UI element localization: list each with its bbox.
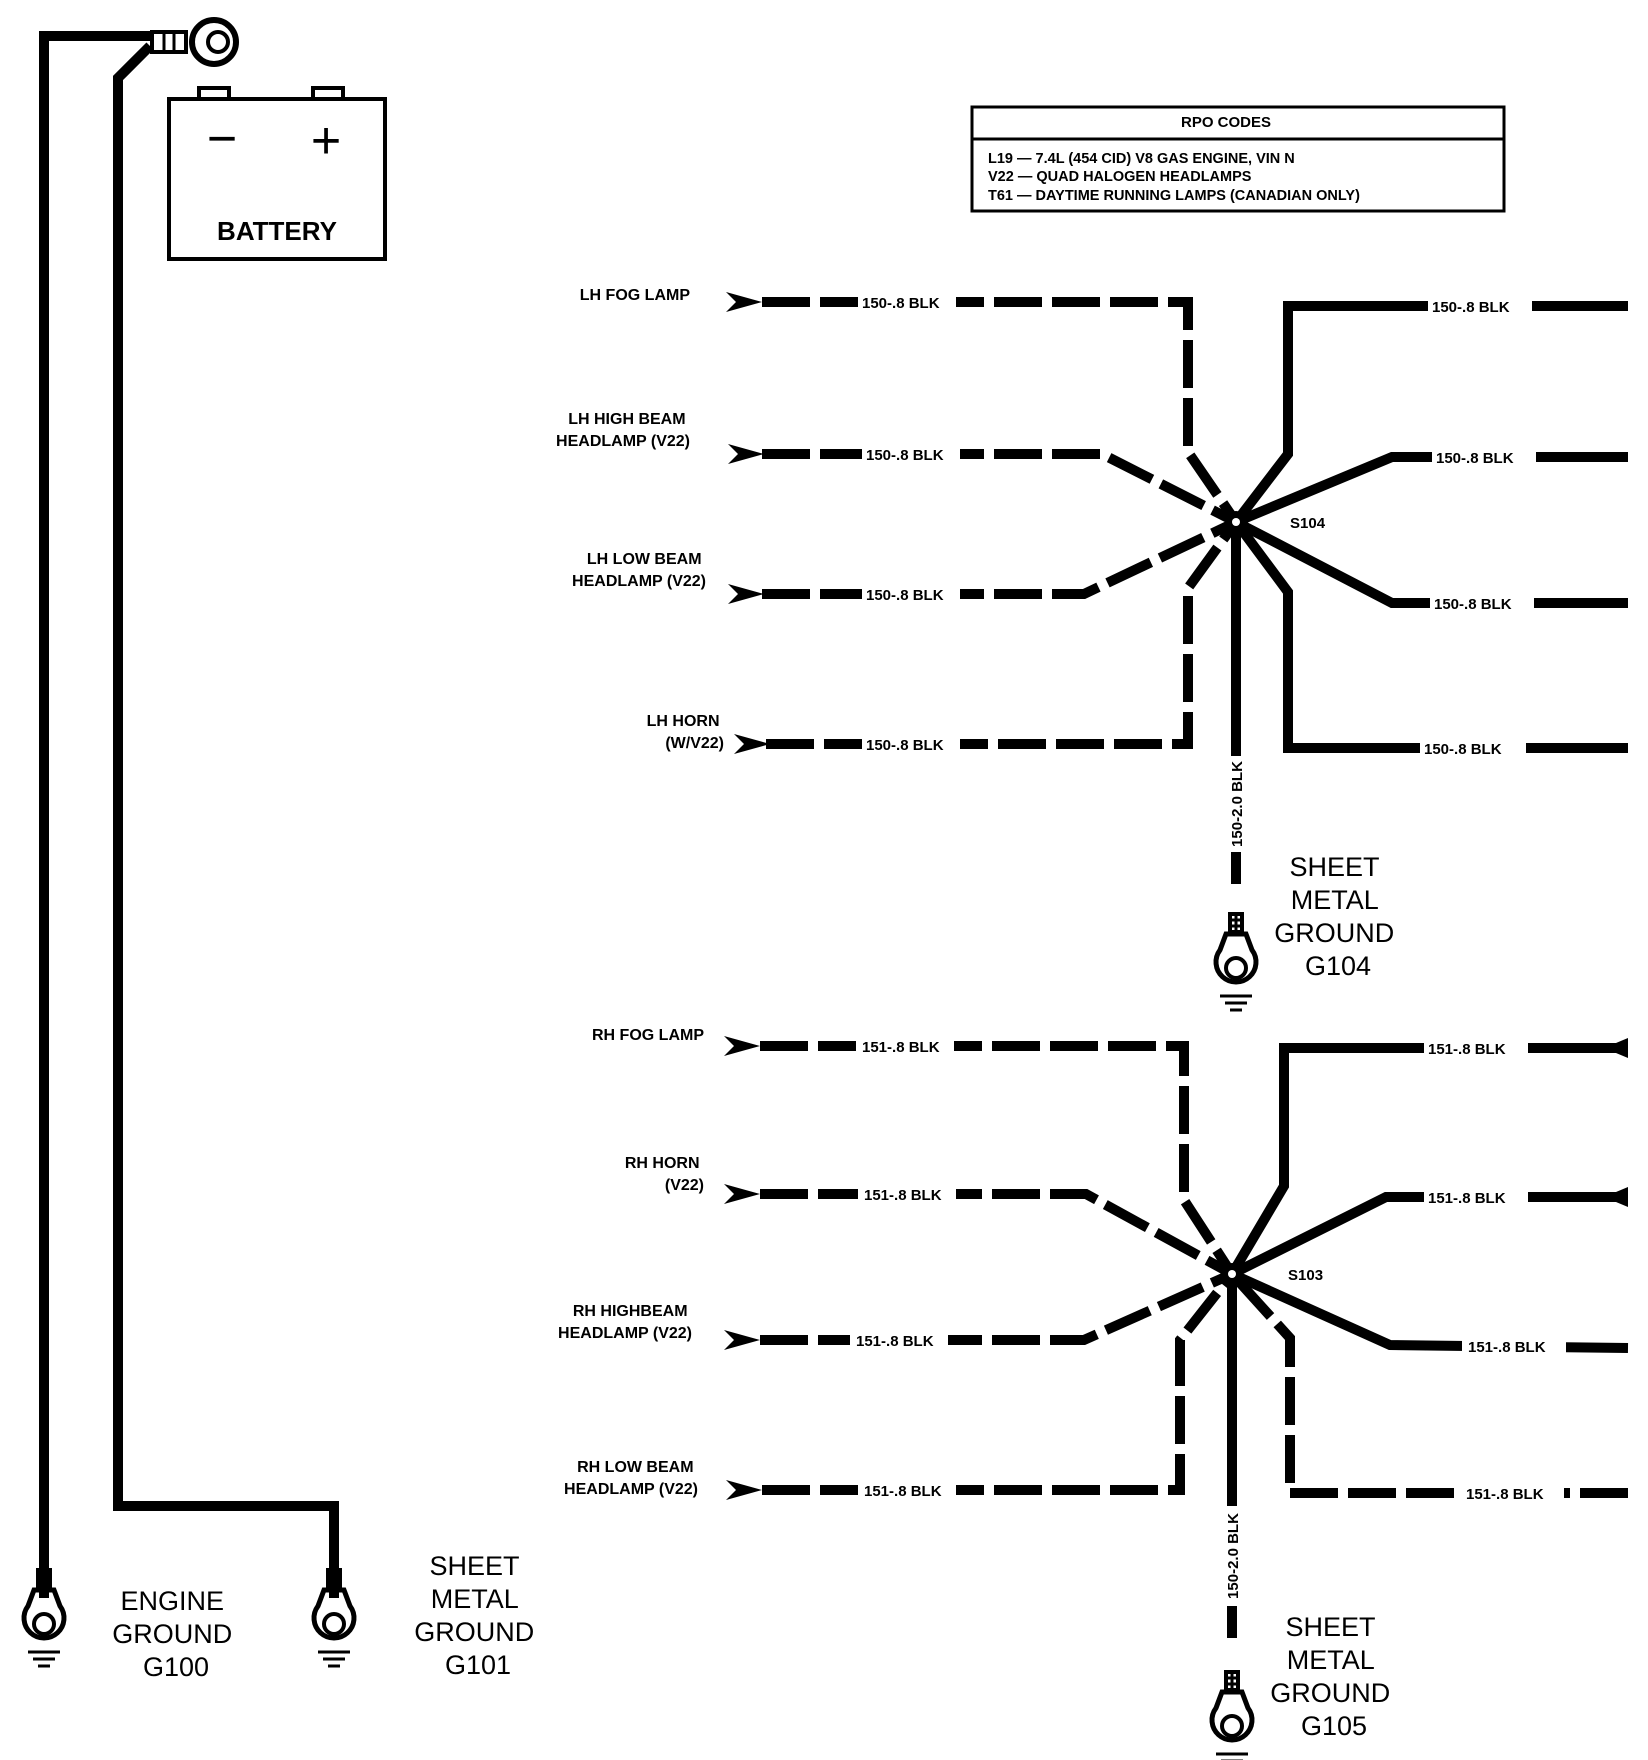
rpo-line-l19: L19 — 7.4L (454 CID) V8 GAS ENGINE, VIN …	[988, 151, 1295, 167]
s104-lh-low-beam-label: LH LOW BEAM HEADLAMP (V22)	[572, 551, 706, 590]
g105-label: SHEET METAL GROUND G105	[1270, 1612, 1398, 1741]
s103-ground-wire-label: 150-2.0 BLK	[1225, 1513, 1242, 1599]
s104-lh-fog-lamp-label: LH FOG LAMP	[580, 287, 691, 304]
s103-right-wire-4-label: 151-.8 BLK	[1466, 1486, 1544, 1503]
s104-wire-right-3	[1233, 517, 1628, 608]
s103-rh-highbeam-arrow-icon	[724, 1330, 760, 1350]
s104-wire-right-2	[1234, 452, 1628, 527]
s103-rh-horn-arrow-icon	[724, 1184, 760, 1204]
g100-ground-icon	[24, 1570, 64, 1666]
s103-wire-right-4	[1228, 1270, 1628, 1498]
s104-wire-lh-low-beam	[762, 517, 1239, 599]
s104-splice-dot-center	[1232, 518, 1240, 526]
s104-lh-horn-label: LH HORN (W/V22)	[647, 713, 724, 752]
s104-left-wire-1-label: 150-.8 BLK	[862, 295, 940, 312]
s103-wire-rh-fog-lamp	[760, 1041, 1237, 1277]
s104-right-wire-1-label: 150-.8 BLK	[1432, 299, 1510, 316]
s103-rh-fog-lamp-label: RH FOG LAMP	[592, 1027, 704, 1044]
s104-right-wire-2-label: 150-.8 BLK	[1436, 450, 1514, 467]
s104-splice-label: S104	[1290, 515, 1326, 532]
s103-left-wire-2-label: 151-.8 BLK	[864, 1187, 942, 1204]
s103-splice-label: S103	[1288, 1267, 1323, 1284]
s104-wire-right-1	[1232, 301, 1628, 526]
s103-left-wire-1-label: 151-.8 BLK	[862, 1039, 940, 1056]
s103-wire-rh-horn	[760, 1189, 1235, 1279]
s103-rh-fog-arrow-icon	[724, 1036, 760, 1056]
s104-wire-lh-horn	[766, 519, 1241, 749]
s103-right-2-arrow-icon	[1604, 1187, 1628, 1207]
s103-right-1-arrow-icon	[1604, 1038, 1628, 1058]
s103-left-wire-4-label: 151-.8 BLK	[864, 1483, 942, 1500]
s103-wire-rh-highbeam	[760, 1269, 1235, 1345]
splice-s103-group: RH FOG LAMP RH HORN (V22) RH HIGHBEAM HE…	[558, 1027, 1629, 1760]
s103-wire-rh-low-beam	[762, 1270, 1236, 1495]
g104-label: SHEET METAL GROUND G104	[1274, 852, 1402, 981]
g101-label: SHEET METAL GROUND G101	[414, 1551, 542, 1680]
s103-wire-right-2	[1229, 1192, 1628, 1279]
rpo-codes-box: RPO CODES L19 — 7.4L (454 CID) V8 GAS EN…	[970, 105, 1506, 213]
s104-lh-horn-arrow-icon	[734, 734, 770, 754]
g101-ground-icon	[314, 1570, 354, 1666]
g105-ground-icon	[1212, 1672, 1252, 1760]
s104-lh-high-beam-label: LH HIGH BEAM HEADLAMP (V22)	[556, 411, 690, 450]
s104-left-wire-4-label: 150-.8 BLK	[866, 737, 944, 754]
rpo-line-t61: T61 — DAYTIME RUNNING LAMPS (CANADIAN ON…	[988, 188, 1360, 204]
s103-rh-horn-label: RH HORN (V22)	[625, 1155, 704, 1194]
battery-label: BATTERY	[217, 216, 337, 246]
s104-lh-low-beam-arrow-icon	[728, 584, 764, 604]
battery-minus-sign: −	[207, 110, 237, 168]
s104-wire-lh-fog-lamp	[762, 297, 1241, 525]
battery-terminal-icon	[150, 17, 239, 67]
battery-plus-sign: +	[311, 112, 341, 170]
s103-splice-dot-center	[1228, 1270, 1236, 1278]
sheet-metal-ground-cable	[113, 42, 339, 1598]
rpo-line-v22: V22 — QUAD HALOGEN HEADLAMPS	[988, 169, 1252, 185]
splice-s104-group: LH FOG LAMP LH HIGH BEAM HEADLAMP (V22) …	[556, 287, 1628, 1010]
battery-section: − + BATTERY ENGINE GROUND G100 SHEET MET…	[24, 17, 542, 1682]
s103-right-wire-2-label: 151-.8 BLK	[1428, 1190, 1506, 1207]
rpo-title: RPO CODES	[1181, 114, 1271, 131]
s103-right-wire-3-label: 151-.8 BLK	[1468, 1339, 1546, 1356]
s103-rh-highbeam-label: RH HIGHBEAM HEADLAMP (V22)	[558, 1303, 692, 1342]
s104-wire-lh-high-beam	[762, 449, 1239, 527]
s103-right-wire-1-label: 151-.8 BLK	[1428, 1041, 1506, 1058]
g104-ground-icon	[1216, 914, 1256, 1010]
s103-left-wire-3-label: 151-.8 BLK	[856, 1333, 934, 1350]
g100-label: ENGINE GROUND G100	[112, 1586, 240, 1682]
engine-ground-cable	[39, 31, 156, 1598]
battery-icon: − + BATTERY	[167, 86, 387, 261]
s104-ground-wire-label: 150-2.0 BLK	[1229, 761, 1246, 847]
s104-left-wire-2-label: 150-.8 BLK	[866, 447, 944, 464]
s104-lh-fog-arrow-icon	[726, 292, 762, 312]
s104-left-wire-3-label: 150-.8 BLK	[866, 587, 944, 604]
s104-right-wire-4-label: 150-.8 BLK	[1424, 741, 1502, 758]
s103-rh-low-beam-label: RH LOW BEAM HEADLAMP (V22)	[564, 1459, 698, 1498]
s104-lh-high-beam-arrow-icon	[728, 444, 764, 464]
s104-right-wire-3-label: 150-.8 BLK	[1434, 596, 1512, 613]
s103-rh-low-beam-arrow-icon	[726, 1480, 762, 1500]
